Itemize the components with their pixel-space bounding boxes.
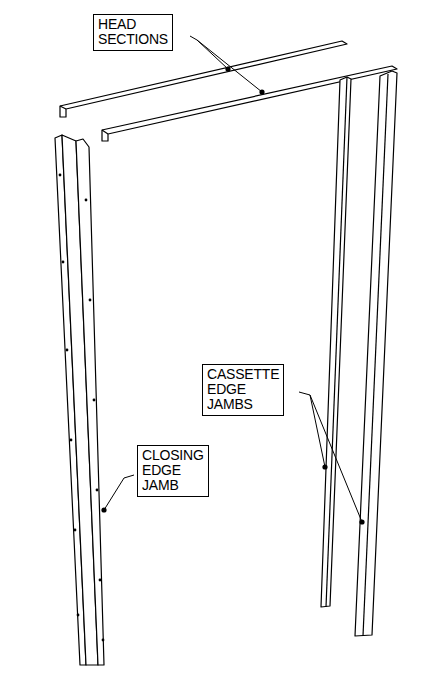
callout-box: CLOSING EDGE JAMB — [137, 445, 209, 497]
leader-dot — [259, 89, 264, 94]
hole — [93, 399, 96, 402]
hole — [70, 439, 73, 442]
leader-line — [299, 392, 325, 467]
jamb-holes — [59, 174, 105, 642]
hole — [89, 299, 92, 302]
leader-dot — [225, 66, 230, 71]
head-section-edge — [102, 130, 108, 134]
hole — [102, 639, 105, 642]
hole — [96, 489, 99, 492]
head-section-edge — [60, 106, 66, 109]
callout-label: CLOSING EDGE JAMB — [142, 448, 204, 493]
leader-dot — [322, 464, 327, 469]
hole — [99, 579, 102, 582]
hole — [62, 261, 65, 264]
leader-line — [310, 395, 362, 522]
cassette-jamb — [321, 77, 351, 607]
hole — [77, 614, 80, 617]
head-section — [102, 66, 397, 141]
callout-box: HEAD SECTIONS — [93, 14, 173, 51]
leader-line — [104, 475, 134, 510]
cassette-jamb — [355, 71, 397, 636]
leader-dot — [359, 519, 364, 524]
callout-label: HEAD SECTIONS — [98, 17, 168, 47]
callout-label: CASSETTE EDGE JAMBS — [207, 367, 279, 412]
hole — [59, 174, 62, 177]
leader-dot — [101, 507, 106, 512]
frame-parts — [55, 41, 397, 665]
callout-box: CASSETTE EDGE JAMBS — [202, 364, 284, 416]
closing-jamb-face — [76, 139, 104, 665]
leader-line — [190, 36, 228, 69]
leader-dots — [101, 66, 364, 524]
leader-line — [197, 40, 262, 92]
hole — [85, 199, 88, 202]
leader-lines — [104, 36, 362, 522]
hole — [74, 529, 77, 532]
hole — [66, 349, 69, 352]
cassette-jamb-edge — [326, 77, 347, 607]
cassette-jamb-edge — [363, 74, 388, 636]
head-section — [60, 41, 347, 117]
